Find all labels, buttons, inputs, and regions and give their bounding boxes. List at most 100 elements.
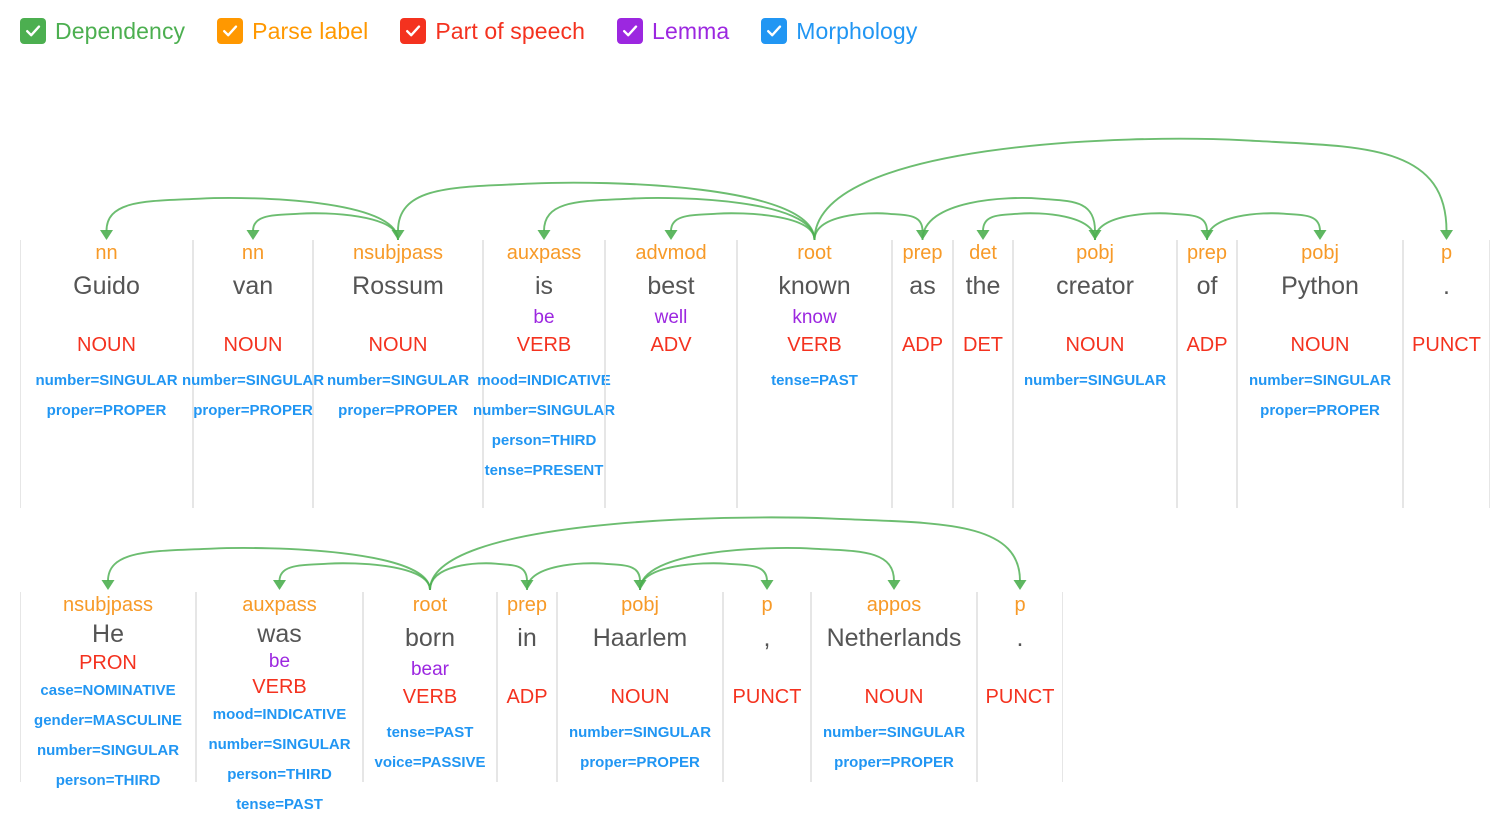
arrow-head-icon [887,580,901,590]
legend-item-part-of-speech[interactable]: Part of speech [400,18,585,45]
morphology-feature: number=SINGULAR [326,372,470,389]
part-of-speech: VERB [402,686,458,708]
parse-label: p [1440,242,1453,264]
part-of-speech: NOUN [368,334,428,356]
token-word: the [965,272,1001,300]
part-of-speech: PRON [79,652,137,674]
dependency-arc [429,562,528,591]
token-column[interactable]: p.PUNCT [1403,240,1490,508]
checkbox-checked-icon[interactable] [400,18,427,44]
arrow-head-icon [1313,230,1327,240]
dependency-arc [813,212,924,241]
dependency-arc [670,212,816,241]
parse-label: nsubjpass [62,594,154,616]
arrow-head-icon [246,230,260,240]
checkbox-checked-icon[interactable] [617,18,644,44]
token-word: best [647,272,695,300]
morphology-feature: proper=PROPER [193,402,313,419]
morphology-feature: person=THIRD [491,432,597,449]
parse-label: auxpass [242,594,317,616]
dependency-arc [543,197,816,241]
dependency-arc [639,547,895,591]
token-word: Netherlands [826,624,962,652]
morphology-feature: mood=INDICATIVE [477,372,611,389]
parse-label: pobj [1301,242,1339,264]
checkbox-checked-icon[interactable] [761,18,788,44]
parse-label: nsubjpass [352,242,444,264]
token-lemma: be [268,651,291,672]
morphology-feature: case=NOMINATIVE [40,682,176,699]
token-word: , [763,624,771,652]
legend-item-morphology[interactable]: Morphology [761,18,917,45]
arrow-head-icon [916,230,929,240]
parse-label: advmod [635,242,707,264]
dependency-arc [252,212,399,241]
dependency-arc [813,137,1448,241]
dependency-arc [1206,212,1321,241]
morphology-list: number=SINGULAR proper=PROPER [35,366,177,426]
token-column[interactable]: p, PUNCT [723,592,811,782]
token-lemma: bear [410,659,450,680]
morphology-feature: person=THIRD [55,772,161,789]
dependency-arc [107,547,431,591]
morphology-feature: proper=PROPER [580,754,700,771]
dependency-arc [982,212,1096,241]
morphology-feature: number=SINGULAR [35,372,178,389]
legend-item-parse-label[interactable]: Parse label [217,18,368,45]
arrow-head-icon [101,580,115,590]
checkbox-checked-icon[interactable] [217,18,244,44]
token-word: van [232,272,274,300]
part-of-speech: PUNCT [732,686,802,708]
part-of-speech: NOUN [223,334,283,356]
legend-bar: Dependency Parse label Part of speech Lemma… [0,0,1490,44]
part-of-speech: VERB [252,676,307,698]
morphology-feature: number=SINGULAR [208,736,351,753]
token-column[interactable]: p.PUNCT [977,592,1063,782]
morphology-feature: tense=PAST [236,796,323,813]
dependency-arc [278,562,431,591]
part-of-speech: VERB [516,334,572,356]
morphology-feature: number=SINGULAR [472,402,616,419]
legend-item-dependency[interactable]: Dependency [20,18,185,45]
morphology-feature: proper=PROPER [46,402,167,419]
token-word: of [1196,272,1218,300]
arrow-head-icon [664,230,678,240]
arrow-head-icon [760,580,774,590]
token-word: was [257,620,302,648]
morphology-feature: tense=PAST [386,724,474,741]
arrow-head-icon [633,580,647,590]
parse-label: prep [506,594,548,616]
token-word: is [534,272,554,300]
checkbox-checked-icon[interactable] [20,18,46,44]
morphology-feature: number=SINGULAR [36,742,180,759]
arrow-head-icon [1013,580,1027,590]
dependency-arc [526,562,641,591]
dependency-arc [639,562,768,591]
parse-label: p [761,594,773,616]
legend-item-lemma[interactable]: Lemma [617,18,729,45]
part-of-speech: VERB [787,334,842,356]
dependency-arc [397,181,816,241]
dependency-arc [105,197,399,241]
